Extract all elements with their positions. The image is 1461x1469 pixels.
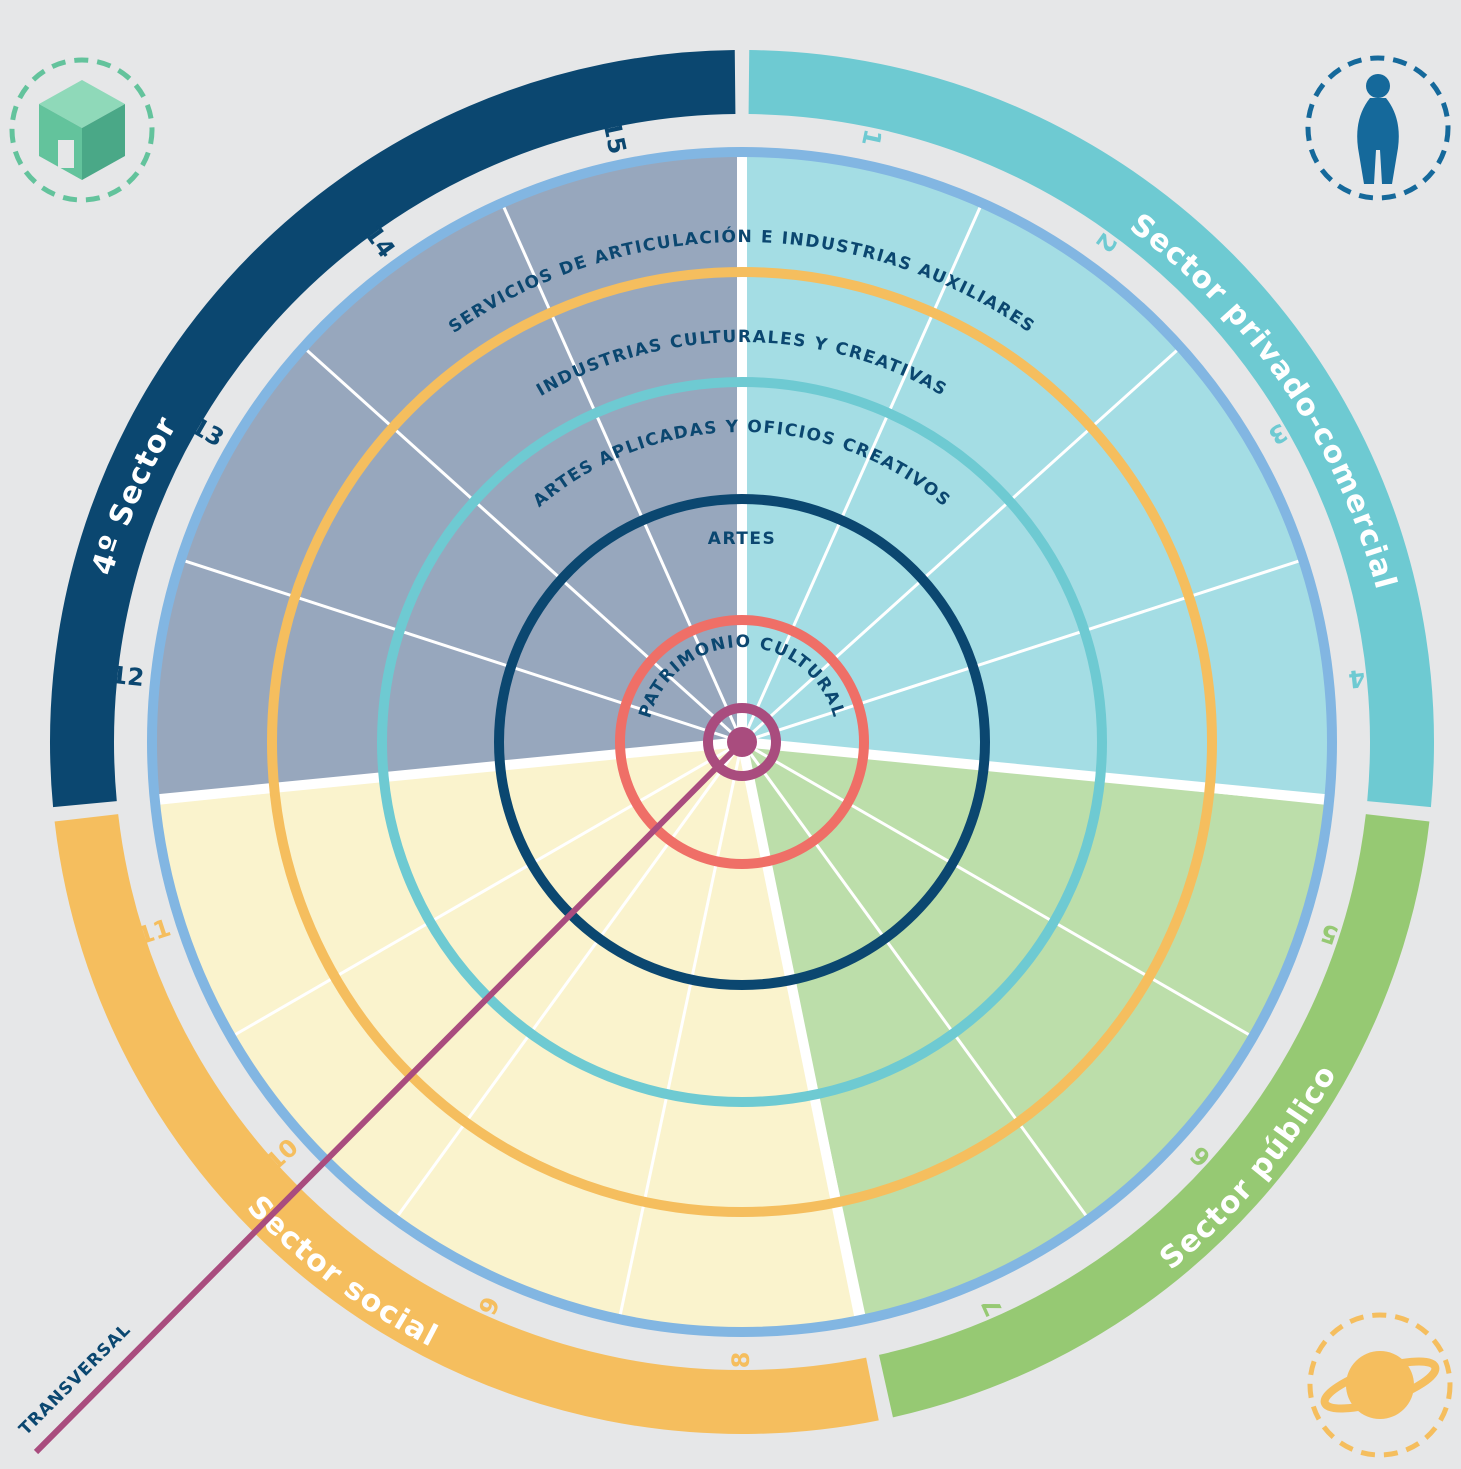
transversal-line	[33, 739, 745, 1455]
spoke	[740, 202, 984, 743]
spoke	[302, 346, 744, 744]
ring-centro	[703, 703, 781, 781]
sector-number-12: 12	[109, 661, 145, 692]
quadrant-gaps	[149, 150, 1335, 1322]
band-privado	[748, 50, 1434, 808]
quadrant-fill-publico	[742, 742, 1329, 1320]
center-dot	[727, 727, 757, 757]
spoke	[617, 741, 744, 1320]
quadrant-fill-social	[155, 742, 865, 1332]
spoke	[740, 346, 1182, 744]
quadrant-fills	[152, 152, 1332, 1332]
spoke	[741, 558, 1304, 744]
band-cuarto	[50, 50, 736, 808]
spokes	[155, 202, 1329, 1320]
spoke	[741, 740, 1254, 1039]
ring-servicios	[147, 147, 1337, 1337]
ring-artes	[494, 494, 990, 990]
sector-bands	[50, 50, 1434, 1434]
ring-patrimonio	[615, 615, 869, 869]
sector-number-1: 1	[856, 127, 887, 149]
spoke	[230, 740, 743, 1039]
ring-industrias	[267, 267, 1217, 1217]
sector-number-4: 4	[1347, 664, 1367, 694]
spoke	[740, 741, 1091, 1221]
sector-number-11: 11	[134, 914, 174, 951]
person-icon	[1305, 55, 1451, 201]
band-social	[54, 814, 879, 1434]
ring-artes-aplicadas	[377, 377, 1107, 1107]
spoke	[180, 558, 743, 744]
rings	[147, 147, 1337, 1337]
sector-number-15: 15	[597, 118, 631, 156]
spoke	[393, 741, 744, 1221]
spoke	[500, 202, 744, 743]
ring-label-artes: ARTES	[708, 529, 776, 549]
transversal-label: TRANSVERSAL	[15, 1320, 135, 1440]
cube-icon	[9, 57, 155, 203]
band-publico	[878, 814, 1430, 1418]
sector-number-8: 8	[727, 1352, 755, 1369]
planet-icon	[1307, 1312, 1453, 1458]
